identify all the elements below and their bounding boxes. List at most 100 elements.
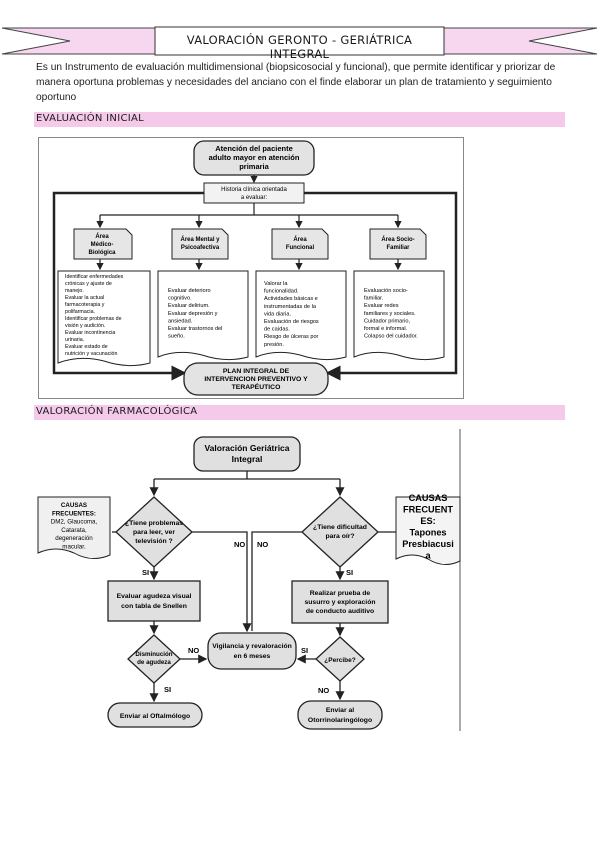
no-label-acuity: NO <box>188 646 199 655</box>
si-label-perceive: SI <box>301 646 308 655</box>
pharmacological-flowchart: Valoración Geriátrica Integral CAUSASFRE… <box>37 429 461 731</box>
causesLeft-line: macular. <box>62 544 86 551</box>
causesLeft-line: CAUSAS <box>61 502 87 509</box>
list4-line: Evaluar redes <box>364 303 399 309</box>
causesRight-line: Presbiacusi <box>402 539 454 549</box>
list2-line: sueño. <box>168 334 185 340</box>
list3-line: funcionalidad. <box>264 289 299 295</box>
causesLeft-line: degeneración <box>55 535 93 542</box>
snellen-line1: Evaluar agudeza visual <box>117 593 192 600</box>
perceive-question: ¿Percibe? <box>324 657 355 664</box>
area-social-line1: Área Socio- <box>381 236 414 243</box>
area-medical <box>73 228 133 260</box>
list4-line: familiares y sociales. <box>364 311 416 317</box>
acuity-line1: Disminución <box>135 651 172 658</box>
list1-line: Evaluar incontinencia <box>65 330 115 336</box>
area-mental-line1: Área Mental y <box>180 236 220 243</box>
page-title: VALORACIÓN GERONTO - GERIÁTRICA INTEGRAL <box>186 33 413 61</box>
area-functional-line1: Área <box>293 236 307 243</box>
top-node-line3: primaria <box>239 162 269 171</box>
list1-line: Identificar enfermedades <box>65 274 124 280</box>
list4-line: familiar. <box>364 296 384 302</box>
initial-evaluation-diagram: Atención del paciente adulto mayor en at… <box>38 137 464 399</box>
list2-line: cognitivo. <box>168 296 192 302</box>
list1-line: Evaluar estado de <box>65 344 108 350</box>
list3-line: Riesgo de úlceras por <box>264 334 319 340</box>
list2-line: Evaluar delirium. <box>168 303 210 309</box>
si-label-vision: SI <box>142 568 149 577</box>
list2-line: ansiedad. <box>168 318 193 324</box>
ophthalmologist-node <box>107 702 203 728</box>
list3-line: Valorar la <box>264 281 288 287</box>
section-header-initial: EVALUACIÓN INICIAL <box>34 112 565 127</box>
no-label-left: NO <box>234 540 245 549</box>
causesRight-line: ES: <box>420 516 435 526</box>
whisper-line2: susurro y exploración <box>304 599 375 606</box>
list-social <box>353 270 445 361</box>
area-mental-line2: Psicoafectiva <box>181 245 220 251</box>
top-node-line1: Atención del paciente <box>215 144 293 153</box>
si-label-hearing: SI <box>346 568 353 577</box>
causesRight-line: FRECUENT <box>403 505 453 515</box>
causesLeft-line: Catarata, <box>61 527 87 534</box>
list-social-text: Evaluación socio-familiar.Evaluar redesf… <box>364 288 418 340</box>
list3-line: Evaluación de riesgos <box>264 319 319 325</box>
otorhino-line1: Enviar al <box>326 707 354 714</box>
snellen-box <box>107 580 201 622</box>
top-node-pharma-line2: Integral <box>232 454 263 464</box>
causesRight-line: a <box>425 551 431 561</box>
causesLeft-line: DM2, Glaucoma, <box>51 519 98 526</box>
initial-evaluation-flowchart: Atención del paciente adulto mayor en at… <box>38 137 464 399</box>
causesLeft-line: FRECUENTES: <box>52 510 96 517</box>
list2-line: Evaluar trastornos del <box>168 326 222 332</box>
list1-line: crónicas y ajuste de <box>65 281 112 287</box>
watch-node <box>207 632 297 670</box>
hearing-question-line2: para oír? <box>325 533 354 540</box>
area-social-line2: Familiar <box>386 245 410 251</box>
causesRight-line: Tapones <box>409 528 446 538</box>
area-mental <box>171 228 229 260</box>
list2-line: Evaluar deterioro <box>168 288 211 294</box>
section-header-pharma: VALORACIÓN FARMACOLÓGICA <box>34 405 565 420</box>
top-node-line2: adulto mayor en atención <box>209 153 300 162</box>
area-functional-line2: Funcional <box>286 245 315 251</box>
list4-line: Cuidador primario, <box>364 318 410 324</box>
title-banner: VALORACIÓN GERONTO - GERIÁTRICA INTEGRAL <box>0 24 599 61</box>
list1-line: polifarmacia. <box>65 309 95 315</box>
area-social <box>369 228 427 260</box>
list3-line: vida diaria. <box>264 311 291 317</box>
no-label-right: NO <box>257 540 268 549</box>
list3-line: instrumentadas de la <box>264 304 317 310</box>
no-label-perceive: NO <box>318 686 329 695</box>
list1-line: farmacoterapia y <box>65 302 105 308</box>
area-medical-line2: Médico- <box>91 242 114 248</box>
hearing-question-line1: ¿Tiene dificultad <box>313 524 367 531</box>
intro-paragraph: Es un Instrumento de evaluación multidim… <box>36 62 556 103</box>
whisper-line1: Realizar prueba de <box>310 590 371 597</box>
banner-ribbon-graphic <box>1 26 598 56</box>
hearing-question-diamond <box>301 496 379 568</box>
ophthalmologist-label: Enviar al Oftalmólogo <box>120 713 190 720</box>
list3-line: Actividades básicas e <box>264 296 318 302</box>
top-node-pharma-line1: Valoración Geriátrica <box>204 443 289 453</box>
list-mental <box>157 270 249 361</box>
vision-question-line2: para leer, ver <box>133 529 175 536</box>
otorhino-line2: Otorrinolaringólogo <box>308 717 372 724</box>
list3-line: de caídas. <box>264 327 290 333</box>
causes-left-box <box>37 496 111 559</box>
snellen-line2: con tabla de Snellen <box>121 603 187 610</box>
list-functional <box>255 270 347 361</box>
whisper-test-box <box>291 580 389 624</box>
history-line1: Historia clínica orientada <box>221 187 287 193</box>
acuity-line2: de agudeza <box>137 659 171 666</box>
plan-line1: PLAN INTEGRAL DE <box>223 368 290 375</box>
list-functional-text: Valorar la funcionalidad.Actividades bási… <box>264 281 319 348</box>
vision-question-line3: televisión ? <box>135 538 172 545</box>
history-line2: a evaluar: <box>241 195 268 201</box>
section-title-initial: EVALUACIÓN INICIAL <box>36 113 145 124</box>
list1-line: visión y audición. <box>65 323 105 329</box>
watch-line1: Vigilancia y revaloración <box>212 643 292 650</box>
list1-line: manejo. <box>65 288 84 294</box>
list4-line: Colapso del cuidador. <box>364 334 418 340</box>
